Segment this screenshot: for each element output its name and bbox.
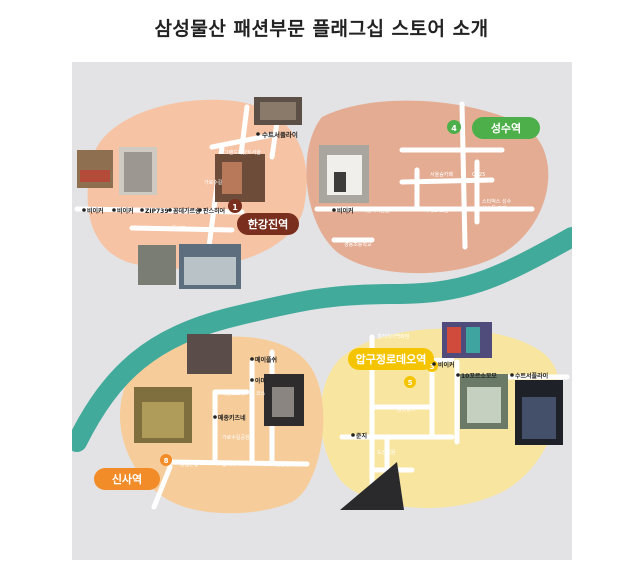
road-label: 서울숲카페 xyxy=(430,171,453,178)
store-label: ZIP739 xyxy=(145,208,169,215)
apgujeong-labels: 비이커 10꼬르소꼬모 수트서플라이 준지 갤러리아백화점 탐앤탐스 도산공원 xyxy=(351,333,548,456)
store-label: 비이커 xyxy=(87,207,104,215)
photo-beaker-hangang-1 xyxy=(77,150,113,188)
road-label: 탐앤탐스 xyxy=(397,406,416,413)
station-sinsa-badge: 8 신사역 xyxy=(94,454,172,490)
sinsa-labels: 메이플쉬 아미 메종키츠네 메종스트릿 코스 가로수길공원 농협은행 잡지사 에… xyxy=(180,356,290,468)
station-number: 8 xyxy=(164,457,169,465)
seongsu-labels: 비이커 뚝섬역서울숲 서울숲카페 GS25 디에드 보담 스타벅스 성수 성수동… xyxy=(332,171,512,248)
station-number: 1 xyxy=(232,203,238,212)
store-map: 1 한강진역 4 성수역 압구정로데오역 5 3 8 신사역 수트서플라이 그랜… xyxy=(72,62,572,560)
road-label: 독서로 xyxy=(172,225,186,232)
store-label: 비이커 xyxy=(337,207,354,215)
store-label: 메이플쉬 xyxy=(255,356,277,364)
road-label: 메종스트릿 xyxy=(222,390,245,397)
station-apgujeong-badge: 압구정로데오역 5 3 xyxy=(348,348,438,388)
page-title: 삼성물산 패션부문 플래그십 스토어 소개 xyxy=(154,18,489,40)
store-label: 메종키츠네 xyxy=(218,414,246,422)
store-label: 아미 xyxy=(255,377,266,385)
store-label: 비이커 xyxy=(438,361,455,369)
road-label: 농협은행 xyxy=(180,461,199,468)
map-canvas: 1 한강진역 4 성수역 압구정로데오역 5 3 8 신사역 수트서플라이 그랜… xyxy=(72,97,572,514)
apgujeong-region xyxy=(320,328,561,509)
seongsu-roads xyxy=(314,101,535,250)
road-label: 가로수길공원 xyxy=(222,434,250,441)
river xyxy=(72,227,572,452)
road-label: 그랜드하얏트서울 xyxy=(224,149,261,156)
road-label: GS25 xyxy=(472,172,485,178)
station-name: 한강진역 xyxy=(248,217,288,231)
road-label: 코스 xyxy=(256,391,266,397)
road-label: 에이카잡본점 xyxy=(262,461,290,468)
road-label: 가로수길 xyxy=(204,179,223,186)
store-label: 10꼬르소꼬모 xyxy=(461,373,497,380)
station-name: 신사역 xyxy=(112,472,142,486)
road-label: 갤러리아백화점 xyxy=(377,333,409,340)
store-label: 수트서플라이 xyxy=(515,372,548,380)
station-name: 성수역 xyxy=(491,121,521,135)
store-label: 판스히어 xyxy=(203,207,225,215)
seongsu-region xyxy=(306,100,549,274)
sinsa-roads xyxy=(151,349,310,510)
photo-starbucks xyxy=(138,245,176,285)
station-number: 3 xyxy=(430,363,435,371)
road-label: 잡지사 xyxy=(222,461,236,468)
store-label: 수트서플라이 xyxy=(262,130,298,139)
photo-maplesh xyxy=(187,334,232,374)
road-label: 성수동 카페 xyxy=(482,205,507,212)
station-hangang-badge: 1 한강진역 xyxy=(228,199,299,235)
road-label: 디에드 보담 xyxy=(424,207,449,214)
station-seongsu-badge: 4 성수역 xyxy=(447,117,540,139)
store-label: 비이커 xyxy=(117,207,134,215)
road-label: 도산공원 xyxy=(377,449,396,456)
road-label: 스타벅스 성수 xyxy=(482,198,512,205)
station-name: 압구정로데오역 xyxy=(356,352,427,366)
station-number: 5 xyxy=(408,379,413,387)
road-label: 뚝섬역서울숲 xyxy=(362,207,390,214)
store-label: 준지 xyxy=(356,432,367,440)
store-photos xyxy=(77,97,563,510)
hangang-labels: 수트서플라이 그랜드하얏트서울 가로수길 스타벅스 독서로 비이커 비이커 ZI… xyxy=(82,130,298,232)
road-label: 경동초등학교 xyxy=(344,241,372,248)
store-label: 꼼데가르송 xyxy=(173,207,201,215)
station-number: 4 xyxy=(451,124,457,133)
road-label: 스타벅스 xyxy=(137,225,156,232)
photo-juun-j xyxy=(340,462,404,510)
